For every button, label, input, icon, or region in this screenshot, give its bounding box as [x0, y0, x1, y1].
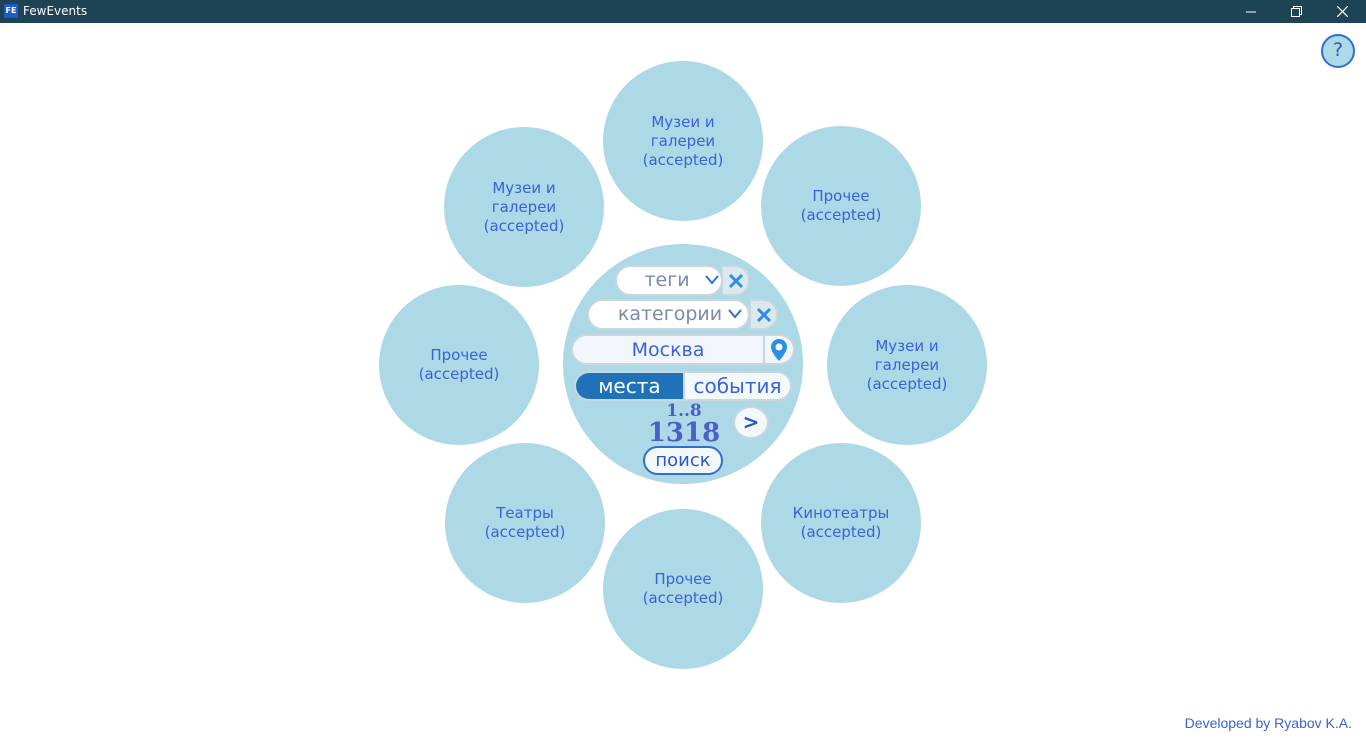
chevron-down-icon — [705, 275, 719, 285]
close-button[interactable] — [1319, 0, 1365, 23]
window-title: FewEvents — [23, 4, 88, 18]
app-logo-icon: FE — [4, 4, 18, 18]
city-field[interactable]: Москва — [571, 334, 765, 365]
search-button[interactable]: поиск — [643, 446, 723, 475]
city-value: Москва — [631, 339, 705, 361]
category-label: Музеи и галереи (accepted) — [642, 112, 724, 169]
restore-button[interactable] — [1273, 0, 1319, 23]
categories-placeholder: категории — [617, 303, 723, 325]
next-page-button[interactable]: > — [733, 406, 769, 439]
category-label: Кинотеатры (accepted) — [792, 504, 890, 541]
category-label: Музеи и галереи (accepted) — [483, 178, 565, 235]
results-total: 1318 — [647, 418, 721, 448]
category-label: Театры (accepted) — [484, 504, 566, 541]
minimize-button[interactable] — [1228, 0, 1274, 23]
category-circle[interactable]: Прочее (accepted) — [603, 509, 763, 669]
category-circle[interactable]: Музеи и галереи (accepted) — [827, 285, 987, 445]
title-bar: FE FewEvents — [0, 0, 1366, 23]
category-circle[interactable]: Музеи и галереи (accepted) — [603, 61, 763, 221]
places-tab[interactable]: места — [576, 373, 683, 399]
mode-toggle: места события — [574, 371, 792, 401]
categories-dropdown[interactable]: категории — [587, 299, 750, 330]
minimize-icon — [1246, 11, 1256, 12]
category-circle[interactable]: Прочее (accepted) — [379, 285, 539, 445]
category-circle[interactable]: Кинотеатры (accepted) — [761, 443, 921, 603]
close-icon — [728, 273, 743, 288]
restore-icon — [1290, 6, 1302, 17]
results-range: 1..8 — [666, 401, 702, 421]
tags-dropdown[interactable]: теги — [615, 265, 723, 296]
events-tab[interactable]: события — [683, 373, 790, 399]
help-button[interactable]: ? — [1321, 34, 1355, 68]
category-label: Прочее (accepted) — [642, 570, 724, 607]
chevron-down-icon — [728, 309, 742, 319]
category-label: Музеи и галереи (accepted) — [866, 336, 948, 393]
clear-categories-button[interactable] — [749, 299, 778, 330]
clear-tags-button[interactable] — [721, 265, 750, 296]
close-icon — [1336, 6, 1348, 17]
category-circle[interactable]: Прочее (accepted) — [761, 126, 921, 286]
tags-placeholder: теги — [644, 269, 690, 291]
category-circle[interactable]: Театры (accepted) — [445, 443, 605, 603]
close-icon — [756, 307, 771, 322]
category-circle[interactable]: Музеи и галереи (accepted) — [444, 127, 604, 287]
map-pin-icon — [771, 338, 787, 361]
location-button[interactable] — [763, 334, 795, 365]
developer-credit: Developed by Ryabov K.A. — [1184, 715, 1352, 731]
category-label: Прочее (accepted) — [418, 346, 500, 383]
category-label: Прочее (accepted) — [800, 187, 882, 224]
